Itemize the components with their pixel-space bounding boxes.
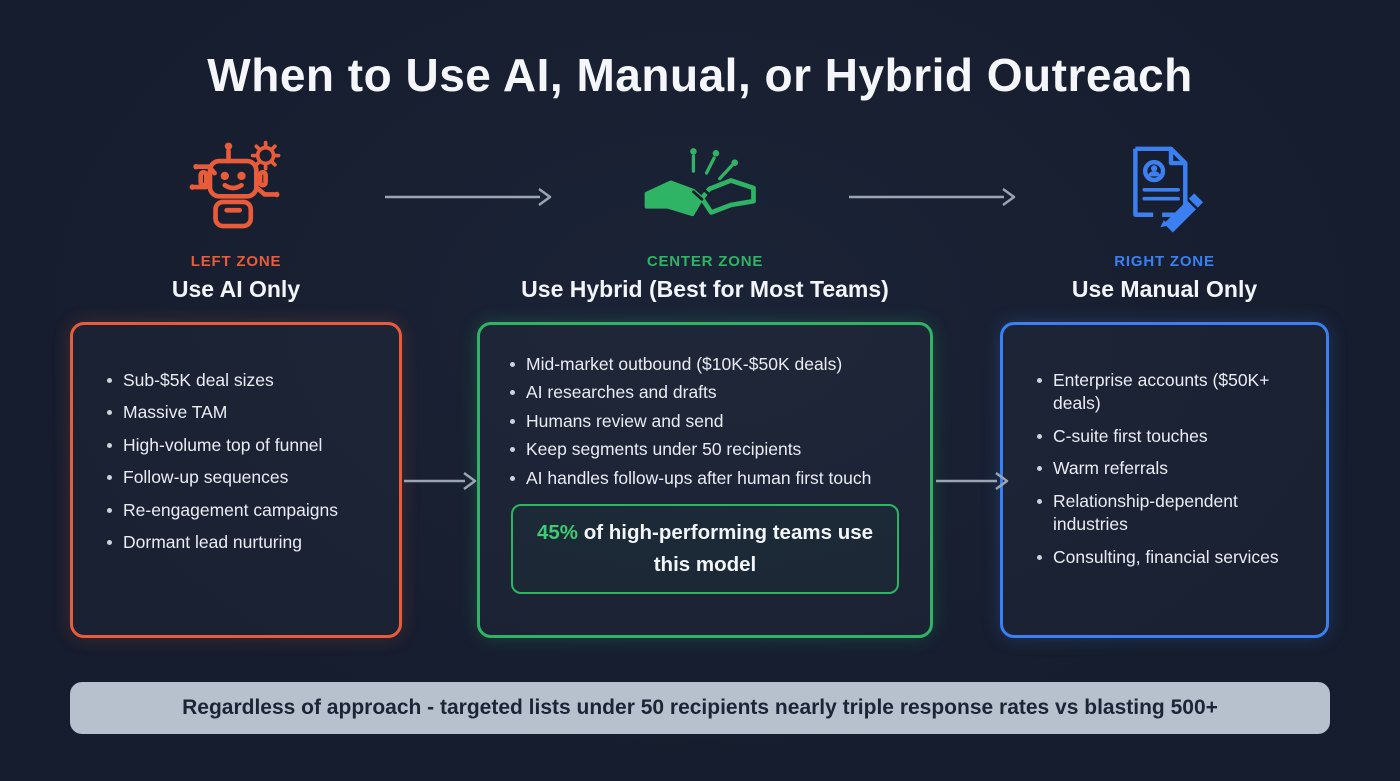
bullet-item: AI researches and drafts <box>510 381 910 404</box>
bullet-dot-icon <box>510 447 515 453</box>
bullet-text: AI researches and drafts <box>526 382 717 403</box>
bullet-item: Re-engagement campaigns <box>107 499 375 522</box>
zone-heading-hybrid: Use Hybrid (Best for Most Teams) <box>521 276 889 302</box>
zone-heading-ai-only: Use AI Only <box>171 276 301 302</box>
bullet-dot-icon <box>107 540 112 546</box>
bullet-text: Mid-market outbound ($10K-$50K deals) <box>526 354 843 374</box>
arrow-left-to-center-icon <box>385 187 552 207</box>
footer-banner: Regardless of approach - targeted lists … <box>70 682 1330 734</box>
hybrid-bullet-list: Mid-market outbound ($10K-$50K deals) AI … <box>480 325 930 490</box>
bullet-text: High-volume top of funnel <box>123 434 323 455</box>
bullet-item: Enterprise accounts ($50K+ deals) <box>1037 369 1286 416</box>
bullet-text: Sub-$5K deal sizes <box>123 370 274 390</box>
bullet-item: High-volume top of funnel <box>107 434 375 457</box>
bullet-item: C-suite first touches <box>1037 425 1286 448</box>
bullet-dot-icon <box>107 378 112 383</box>
bullet-text: Massive TAM <box>123 402 228 423</box>
bullet-text: Humans review and send <box>526 410 724 431</box>
bullet-dot-icon <box>1037 466 1042 472</box>
document-pen-icon <box>1133 146 1204 233</box>
bullet-dot-icon <box>107 507 112 513</box>
hybrid-box: Mid-market outbound ($10K-$50K deals) AI … <box>477 322 933 638</box>
bullet-dot-icon <box>1037 433 1042 439</box>
bullet-text: Relationship-dependent industries <box>1053 490 1238 535</box>
bullet-item: Sub-$5K deal sizes <box>107 369 375 392</box>
arrow-center-to-right-icon <box>849 187 1016 207</box>
zone-label-right: RIGHT ZONE <box>1114 253 1215 270</box>
ai-zone-icon-wrap <box>183 136 287 240</box>
bullet-item: Humans review and send <box>510 410 910 433</box>
stat-percentage: 45% <box>536 521 579 545</box>
arrow-hybrid-to-manual-icon <box>936 471 1009 491</box>
hybrid-stat-callout: 45% of high-performing teams use this mo… <box>511 504 899 594</box>
bullet-item: Warm referrals <box>1037 457 1286 480</box>
bullet-item: Massive TAM <box>107 401 375 424</box>
bullet-text: Follow-up sequences <box>123 467 289 488</box>
zone-label-center: CENTER ZONE <box>646 253 764 270</box>
bullet-item: Consulting, financial services <box>1037 546 1286 569</box>
bullet-text: Enterprise accounts ($50K+ deals) <box>1053 370 1270 414</box>
bullet-text: Warm referrals <box>1053 458 1169 479</box>
bullet-dot-icon <box>510 475 515 481</box>
robot-icon <box>189 140 281 229</box>
bullet-dot-icon <box>107 475 112 481</box>
handshake-icon <box>644 148 756 217</box>
bullet-item: Keep segments under 50 recipients <box>510 438 910 461</box>
bullet-item: AI handles follow-ups after human first … <box>510 467 910 490</box>
manual-zone-icon-wrap <box>1114 136 1212 240</box>
manual-only-bullet-list: Enterprise accounts ($50K+ deals) C-suite… <box>1003 325 1326 569</box>
bullet-dot-icon <box>510 390 515 396</box>
bullet-dot-icon <box>107 442 112 448</box>
bullet-item: Mid-market outbound ($10K-$50K deals) <box>510 353 910 376</box>
bullet-text: Consulting, financial services <box>1053 546 1279 567</box>
hybrid-zone-icon-wrap <box>638 136 762 240</box>
bullet-text: Keep segments under 50 recipients <box>526 439 802 460</box>
zone-heading-manual-only: Use Manual Only <box>1071 276 1258 302</box>
bullet-dot-icon <box>1037 554 1042 560</box>
page-title: When to Use AI, Manual, or Hybrid Outrea… <box>207 49 1193 101</box>
bullet-dot-icon <box>107 410 112 416</box>
bullet-item: Follow-up sequences <box>107 466 375 489</box>
bullet-dot-icon <box>1037 498 1042 504</box>
arrow-ai-to-hybrid-icon <box>404 471 477 491</box>
bullet-text: AI handles follow-ups after human first … <box>526 467 872 488</box>
bullet-dot-icon <box>510 362 515 367</box>
bullet-text: Re-engagement campaigns <box>123 499 338 520</box>
footer-text: Regardless of approach - targeted lists … <box>182 696 1218 719</box>
manual-only-box: Enterprise accounts ($50K+ deals) C-suite… <box>1000 322 1329 638</box>
bullet-text: C-suite first touches <box>1053 425 1208 446</box>
bullet-dot-icon <box>1037 378 1042 383</box>
bullet-dot-icon <box>510 418 515 424</box>
zone-label-left: LEFT ZONE <box>190 253 282 270</box>
bullet-item: Relationship-dependent industries <box>1037 490 1286 537</box>
stat-text: of high-performing teams use this model <box>578 521 874 576</box>
bullet-text: Dormant lead nurturing <box>123 532 302 553</box>
bullet-item: Dormant lead nurturing <box>107 531 375 554</box>
